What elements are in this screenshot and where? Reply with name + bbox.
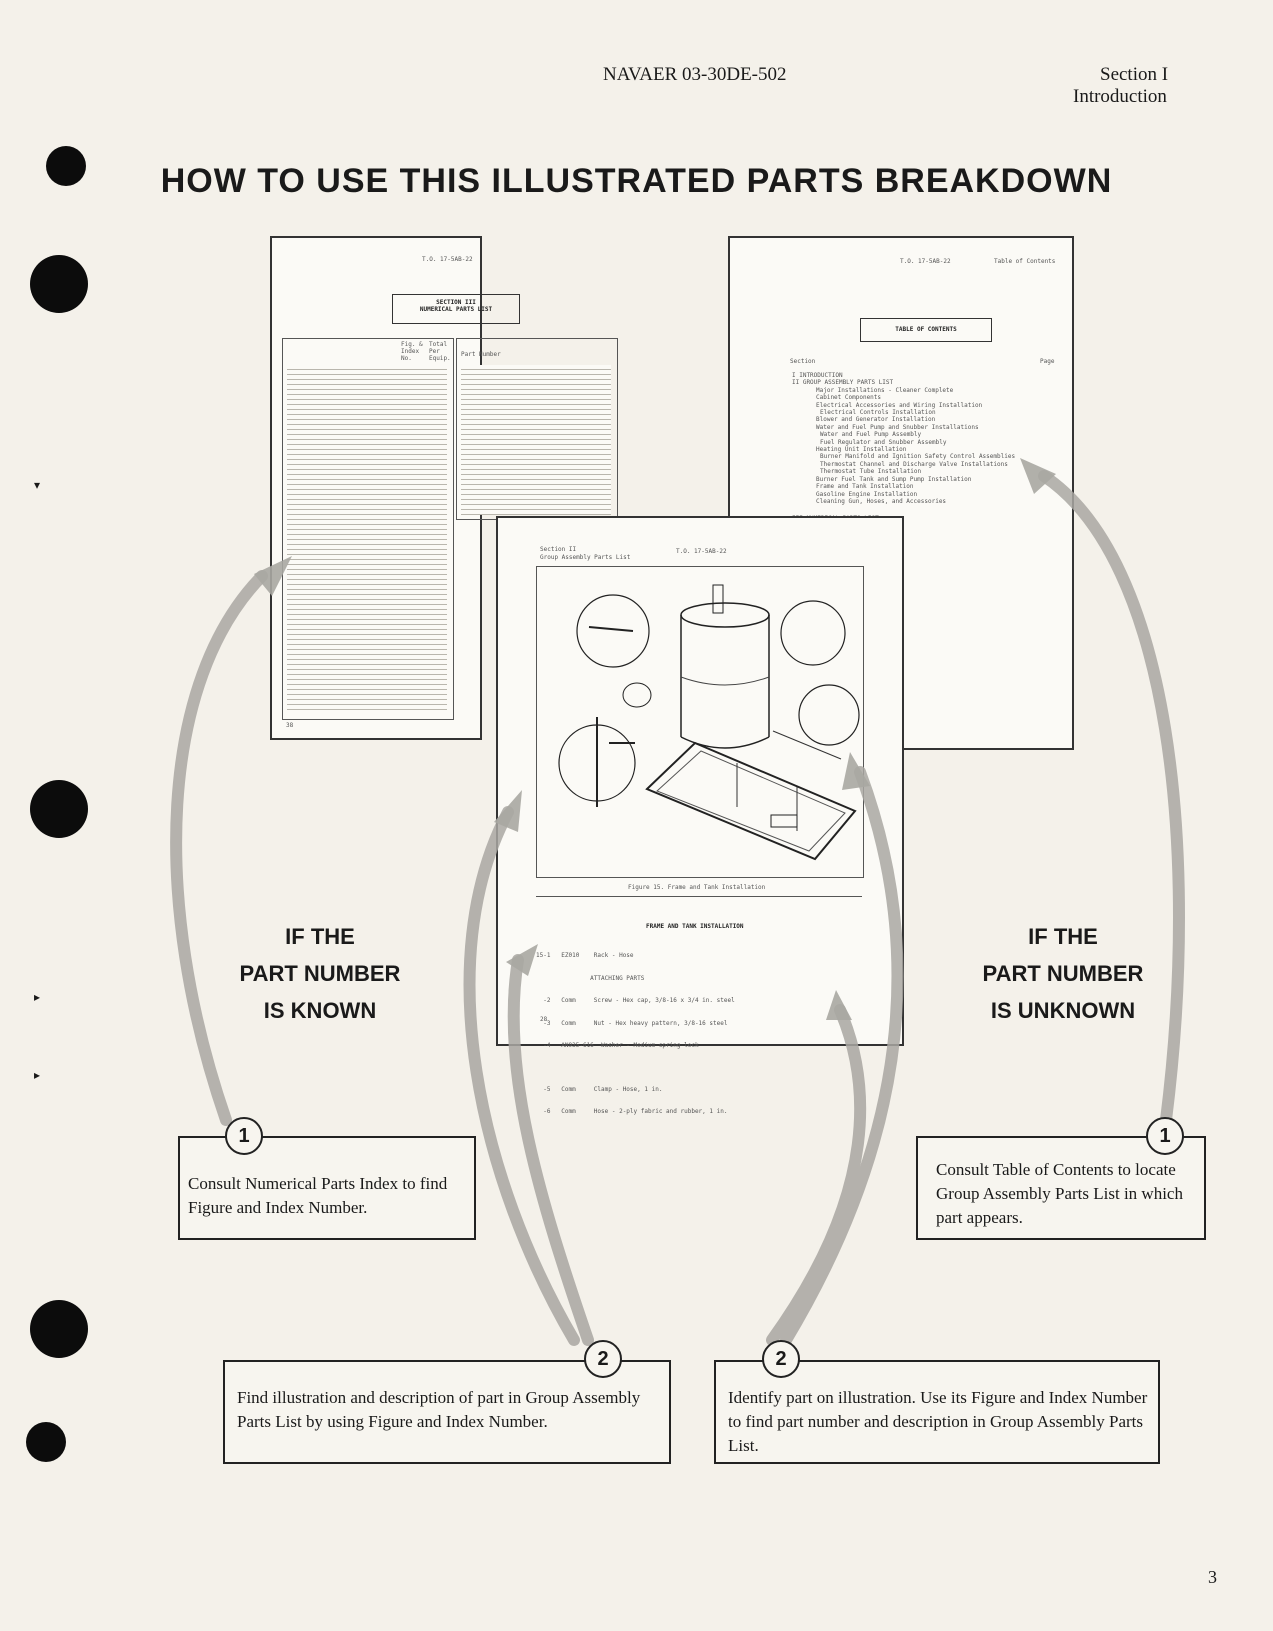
unknown-caption-line: PART NUMBER xyxy=(982,961,1144,986)
thumb-table-right: Part Number xyxy=(456,338,618,520)
known-caption-line: IS KNOWN xyxy=(263,998,377,1023)
thumb-doc-number: T.O. 17-5AB-22 xyxy=(676,548,727,555)
thumb-section-heading: SECTION III xyxy=(436,299,476,306)
thumb-col-header: Fig. & Index No. xyxy=(401,341,423,362)
thumb-toc-heading: TABLE OF CONTENTS xyxy=(895,326,957,333)
known-caption-line: PART NUMBER xyxy=(239,961,401,986)
toc-entry: Burner Manifold and Ignition Safety Cont… xyxy=(820,453,1016,461)
binder-hole xyxy=(30,780,88,838)
thumb-page-number: 28 xyxy=(540,1016,548,1023)
known-step-2-box: Find illustration and description of par… xyxy=(223,1360,671,1464)
document-number: NAVAER 03-30DE-502 xyxy=(603,64,787,85)
unknown-caption-line: IS UNKNOWN xyxy=(990,998,1136,1023)
known-caption: IF THE PART NUMBER IS KNOWN xyxy=(215,918,425,1029)
toc-entry: Burner Fuel Tank and Sump Pump Installat… xyxy=(816,475,972,483)
toc-entry: Water and Fuel Pump and Snubber Installa… xyxy=(816,423,979,431)
thumb-table-row: -6 Comm Hose - 2-ply fabric and rubber, … xyxy=(536,1108,728,1115)
unknown-step-1-badge: 1 xyxy=(1146,1117,1184,1155)
thumb-table: Fig. & Index No. Total Per Equip. xyxy=(282,338,454,720)
thumb-illustration-frame xyxy=(536,566,864,878)
thumb-section-sublabel: Group Assembly Parts List xyxy=(540,554,631,561)
toc-entry: Thermostat Channel and Discharge Valve I… xyxy=(820,460,1008,468)
binder-hole xyxy=(46,146,86,186)
unknown-caption-line: IF THE xyxy=(1028,924,1098,949)
toc-entry: Water and Fuel Pump Assembly xyxy=(820,431,922,439)
toc-entry: II GROUP ASSEMBLY PARTS LIST xyxy=(792,379,894,387)
thumb-rows xyxy=(287,365,447,711)
binder-hole xyxy=(30,1300,88,1358)
thumb-section-heading-box: SECTION III NUMERICAL PARTS LIST xyxy=(392,294,520,324)
known-step-2-text: Find illustration and description of par… xyxy=(237,1388,641,1431)
thumb-col-header: Part Number xyxy=(461,351,501,358)
thumb-table-row: ATTACHING PARTS xyxy=(536,974,645,982)
section-label: Section I xyxy=(1100,64,1169,85)
thumb-corner-label: Table of Contents xyxy=(994,258,1056,265)
thumb-doc-number: T.O. 17-5AB-22 xyxy=(900,258,951,265)
arrow-known-1 xyxy=(170,570,268,1126)
toc-entry: Fuel Regulator and Snubber Assembly xyxy=(820,438,947,446)
known-step-1-text: Consult Numerical Parts Index to find Fi… xyxy=(188,1174,448,1217)
page-title: HOW TO USE THIS ILLUSTRATED PARTS BREAKD… xyxy=(160,162,1113,200)
thumb-section-label: Section II xyxy=(540,546,577,553)
binder-hole xyxy=(30,255,88,313)
toc-entry: Electrical Accessories and Wiring Instal… xyxy=(816,401,983,409)
toc-entry: Major Installations - Cleaner Complete xyxy=(816,386,954,394)
margin-mark: ▾ xyxy=(34,478,41,492)
known-step-1-badge: 1 xyxy=(225,1117,263,1155)
thumb-toc-entries: I INTRODUCTION II GROUP ASSEMBLY PARTS L… xyxy=(792,372,1062,523)
numerical-parts-list-thumbnail: T.O. 17-5AB-22 SECTION III NUMERICAL PAR… xyxy=(270,236,618,740)
thumb-rows xyxy=(461,365,611,515)
frame-and-tank-illustration xyxy=(558,584,860,861)
binder-hole xyxy=(26,1422,66,1462)
known-caption-line: IF THE xyxy=(285,924,355,949)
thumb-toc-col-section: Section xyxy=(790,358,816,365)
thumb-table-row: -4 AN935-616 Washer - Medium spring lock xyxy=(536,1042,699,1049)
subsection-label: Introduction xyxy=(1073,86,1167,107)
thumb-page-number: 38 xyxy=(286,722,294,729)
toc-entry: Cabinet Components xyxy=(816,394,882,402)
thumb-table-row: -5 Comm Clamp - Hose, 1 in. xyxy=(536,1085,663,1093)
unknown-step-1-text: Consult Table of Contents to locate Grou… xyxy=(936,1160,1183,1227)
thumb-table-row: -2 Comm Screw - Hex cap, 3/8-16 x 3/4 in… xyxy=(536,997,735,1004)
thumb-toc-heading-box: TABLE OF CONTENTS xyxy=(860,318,992,342)
thumb-figure-caption: Figure 15. Frame and Tank Installation xyxy=(628,884,766,891)
thumb-table-rows: 15-1 EZ010 Rack - Hose ATTACHING PARTS -… xyxy=(536,937,862,1131)
thumb-table-row: 15-1 EZ010 Rack - Hose xyxy=(536,952,634,959)
unknown-step-2-text: Identify part on illustration. Use its F… xyxy=(728,1388,1148,1455)
margin-mark: ▸ xyxy=(34,1068,41,1082)
thumb-table-row: -3 Comm Nut - Hex heavy pattern, 3/8-16 … xyxy=(536,1019,728,1027)
toc-entry: Thermostat Tube Installation xyxy=(820,468,922,476)
unknown-step-2-box: Identify part on illustration. Use its F… xyxy=(714,1360,1160,1464)
toc-entry: Frame and Tank Installation xyxy=(816,483,914,491)
page-number: 3 xyxy=(1208,1567,1217,1587)
toc-entry: Gasoline Engine Installation xyxy=(816,490,918,498)
toc-entry: Electrical Controls Installation xyxy=(820,409,936,417)
margin-mark: ▸ xyxy=(34,990,41,1004)
thumb-col-header: Total Per Equip. xyxy=(429,341,451,362)
unknown-step-1-box: Consult Table of Contents to locate Grou… xyxy=(916,1136,1206,1240)
thumb-parts-table: FRAME AND TANK INSTALLATION 15-1 EZ010 R… xyxy=(536,896,862,1115)
unknown-caption: IF THE PART NUMBER IS UNKNOWN xyxy=(958,918,1168,1029)
known-step-1-box: Consult Numerical Parts Index to find Fi… xyxy=(178,1136,476,1240)
thumb-toc-col-page: Page xyxy=(1040,358,1055,365)
toc-entry: Cleaning Gun, Hoses, and Accessories xyxy=(816,497,947,505)
group-assembly-parts-list-thumbnail: Section II Group Assembly Parts List T.O… xyxy=(496,516,904,1115)
toc-entry: Heating Unit Installation xyxy=(816,446,907,454)
toc-entry: I INTRODUCTION xyxy=(792,372,843,379)
thumb-table-heading: FRAME AND TANK INSTALLATION xyxy=(646,923,744,930)
unknown-step-2-badge: 2 xyxy=(762,1340,800,1378)
thumb-doc-number: T.O. 17-5AB-22 xyxy=(422,256,473,263)
toc-entry: Blower and Generator Installation xyxy=(816,416,936,424)
thumb-section-subheading: NUMERICAL PARTS LIST xyxy=(419,306,493,313)
known-step-2-badge: 2 xyxy=(584,1340,622,1378)
